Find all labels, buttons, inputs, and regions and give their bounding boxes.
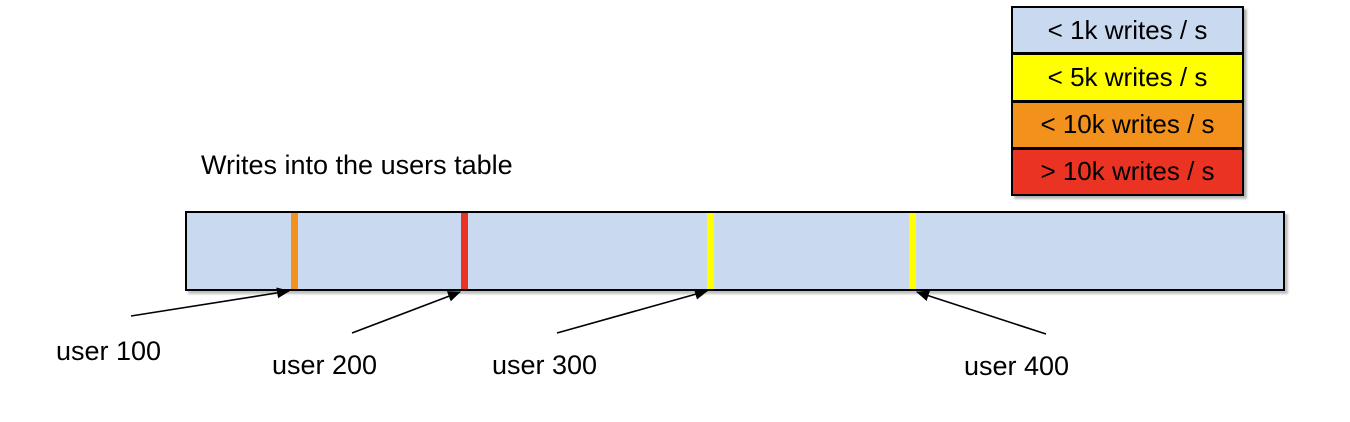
- legend-item-lt-1k: < 1k writes / s: [1013, 8, 1242, 56]
- user-label-200: user 200: [272, 350, 378, 380]
- arrow-user-300: [556, 288, 708, 334]
- write-hotspot-stripe-user-300: [707, 213, 715, 289]
- legend-item-lt-5k: < 5k writes / s: [1013, 55, 1242, 103]
- arrow-user-200: [351, 291, 461, 334]
- legend-item-label: < 10k writes / s: [1040, 109, 1215, 140]
- write-hotspot-stripe-user-400: [909, 213, 917, 289]
- legend-item-label: < 5k writes / s: [1047, 61, 1208, 92]
- write-hotspot-stripe-user-100: [290, 213, 298, 289]
- legend-item-lt-10k: < 10k writes / s: [1013, 102, 1242, 150]
- legend-item-label: > 10k writes / s: [1040, 156, 1215, 187]
- user-label-300: user 300: [492, 350, 598, 380]
- user-label-100: user 100: [56, 336, 162, 366]
- user-label-400: user 400: [964, 351, 1070, 381]
- write-hotspot-stripe-user-200: [460, 213, 468, 289]
- diagram-title: Writes into the users table: [201, 150, 513, 180]
- legend: < 1k writes / s < 5k writes / s < 10k wr…: [1011, 6, 1244, 196]
- arrow-user-100: [130, 287, 290, 317]
- legend-item-gt-10k: > 10k writes / s: [1013, 149, 1242, 194]
- users-table-bar: [185, 211, 1285, 291]
- legend-item-label: < 1k writes / s: [1047, 14, 1208, 45]
- arrow-user-400: [916, 290, 1047, 335]
